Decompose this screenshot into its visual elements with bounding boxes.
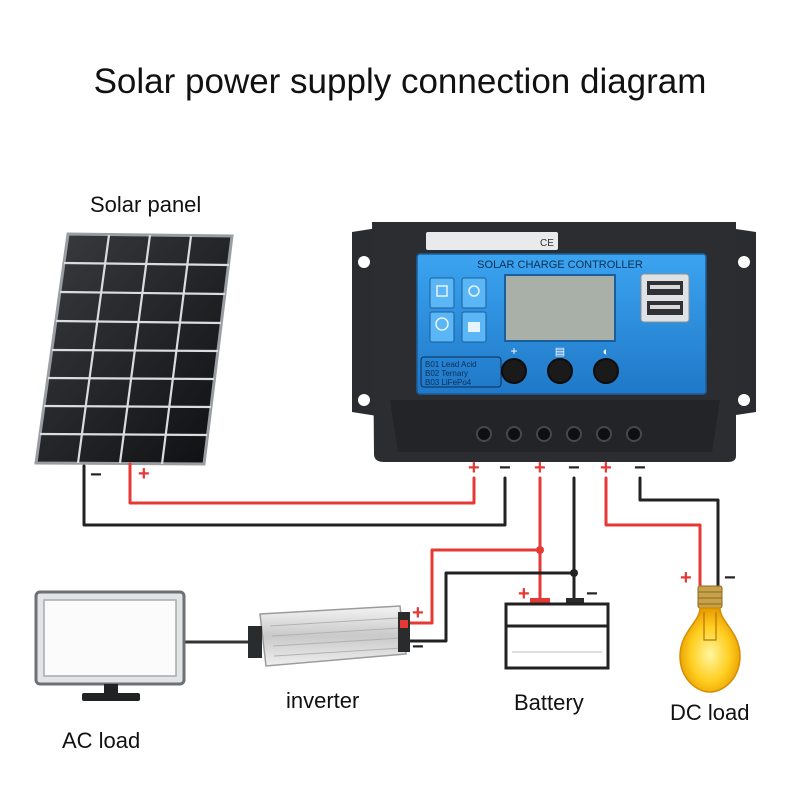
battery-type-b01: B01 Lead Acid: [425, 360, 477, 369]
battery-positive-sign: +: [518, 583, 530, 605]
inverter-label: inverter: [286, 688, 360, 713]
ac-load-label: AC load: [62, 728, 141, 753]
solar-panel-label: Solar panel: [90, 192, 202, 217]
solar-panel-icon: [34, 232, 234, 466]
battery-label: Battery: [514, 690, 584, 715]
dc-load-negative-sign: −: [724, 567, 736, 589]
mode-icons: [429, 277, 487, 343]
monitor-icon: [34, 590, 186, 701]
ctrl-solar-negative-sign: −: [499, 457, 511, 479]
charge-controller: CE SOLAR CHARGE CONTROLLER B01 Lead Acid: [352, 222, 756, 462]
controller-header: SOLAR CHARGE CONTROLLER: [477, 259, 643, 271]
ctrl-battery-negative-sign: −: [568, 457, 580, 479]
dc-load-label: DC load: [670, 700, 750, 725]
ctrl-battery-positive-sign: +: [534, 457, 546, 479]
light-button-glyph: ◐: [603, 346, 610, 358]
light-button[interactable]: [593, 358, 619, 384]
inverter-negative-sign: −: [412, 636, 424, 658]
dc-load-positive-sign: +: [680, 567, 692, 589]
battery-icon: [504, 598, 610, 670]
battery-type-b02: B02 Ternary: [425, 369, 468, 378]
menu-button-glyph: ▤: [555, 346, 565, 358]
wire-dc-load-negative: [638, 476, 720, 587]
battery-negative-sign: −: [586, 583, 598, 605]
terminal-screws: [476, 426, 642, 442]
inverter-icon: [248, 605, 410, 667]
wire-dc-load-positive: [604, 476, 702, 587]
wire-panel-negative: [82, 464, 507, 527]
panel-negative-sign: −: [90, 464, 102, 486]
usb-port-icon: [640, 273, 690, 323]
menu-button[interactable]: [547, 358, 573, 384]
ce-mark: CE: [540, 238, 554, 249]
light-bulb-icon: [679, 585, 741, 693]
ctrl-solar-positive-sign: +: [468, 457, 480, 479]
wire-inverter-negative: [406, 571, 576, 643]
battery-type-b03: B03 LiFePo4: [425, 378, 472, 387]
ctrl-load-positive-sign: +: [600, 457, 612, 479]
panel-positive-sign: +: [138, 463, 150, 485]
wire-inverter-positive: [406, 548, 542, 625]
diagram-title: Solar power supply connection diagram: [93, 62, 707, 101]
ctrl-load-negative-sign: −: [634, 457, 646, 479]
inverter-positive-sign: +: [412, 602, 424, 624]
plus-button-glyph: +: [510, 344, 517, 358]
wire-panel-positive: [128, 462, 476, 505]
plus-button[interactable]: [501, 358, 527, 384]
